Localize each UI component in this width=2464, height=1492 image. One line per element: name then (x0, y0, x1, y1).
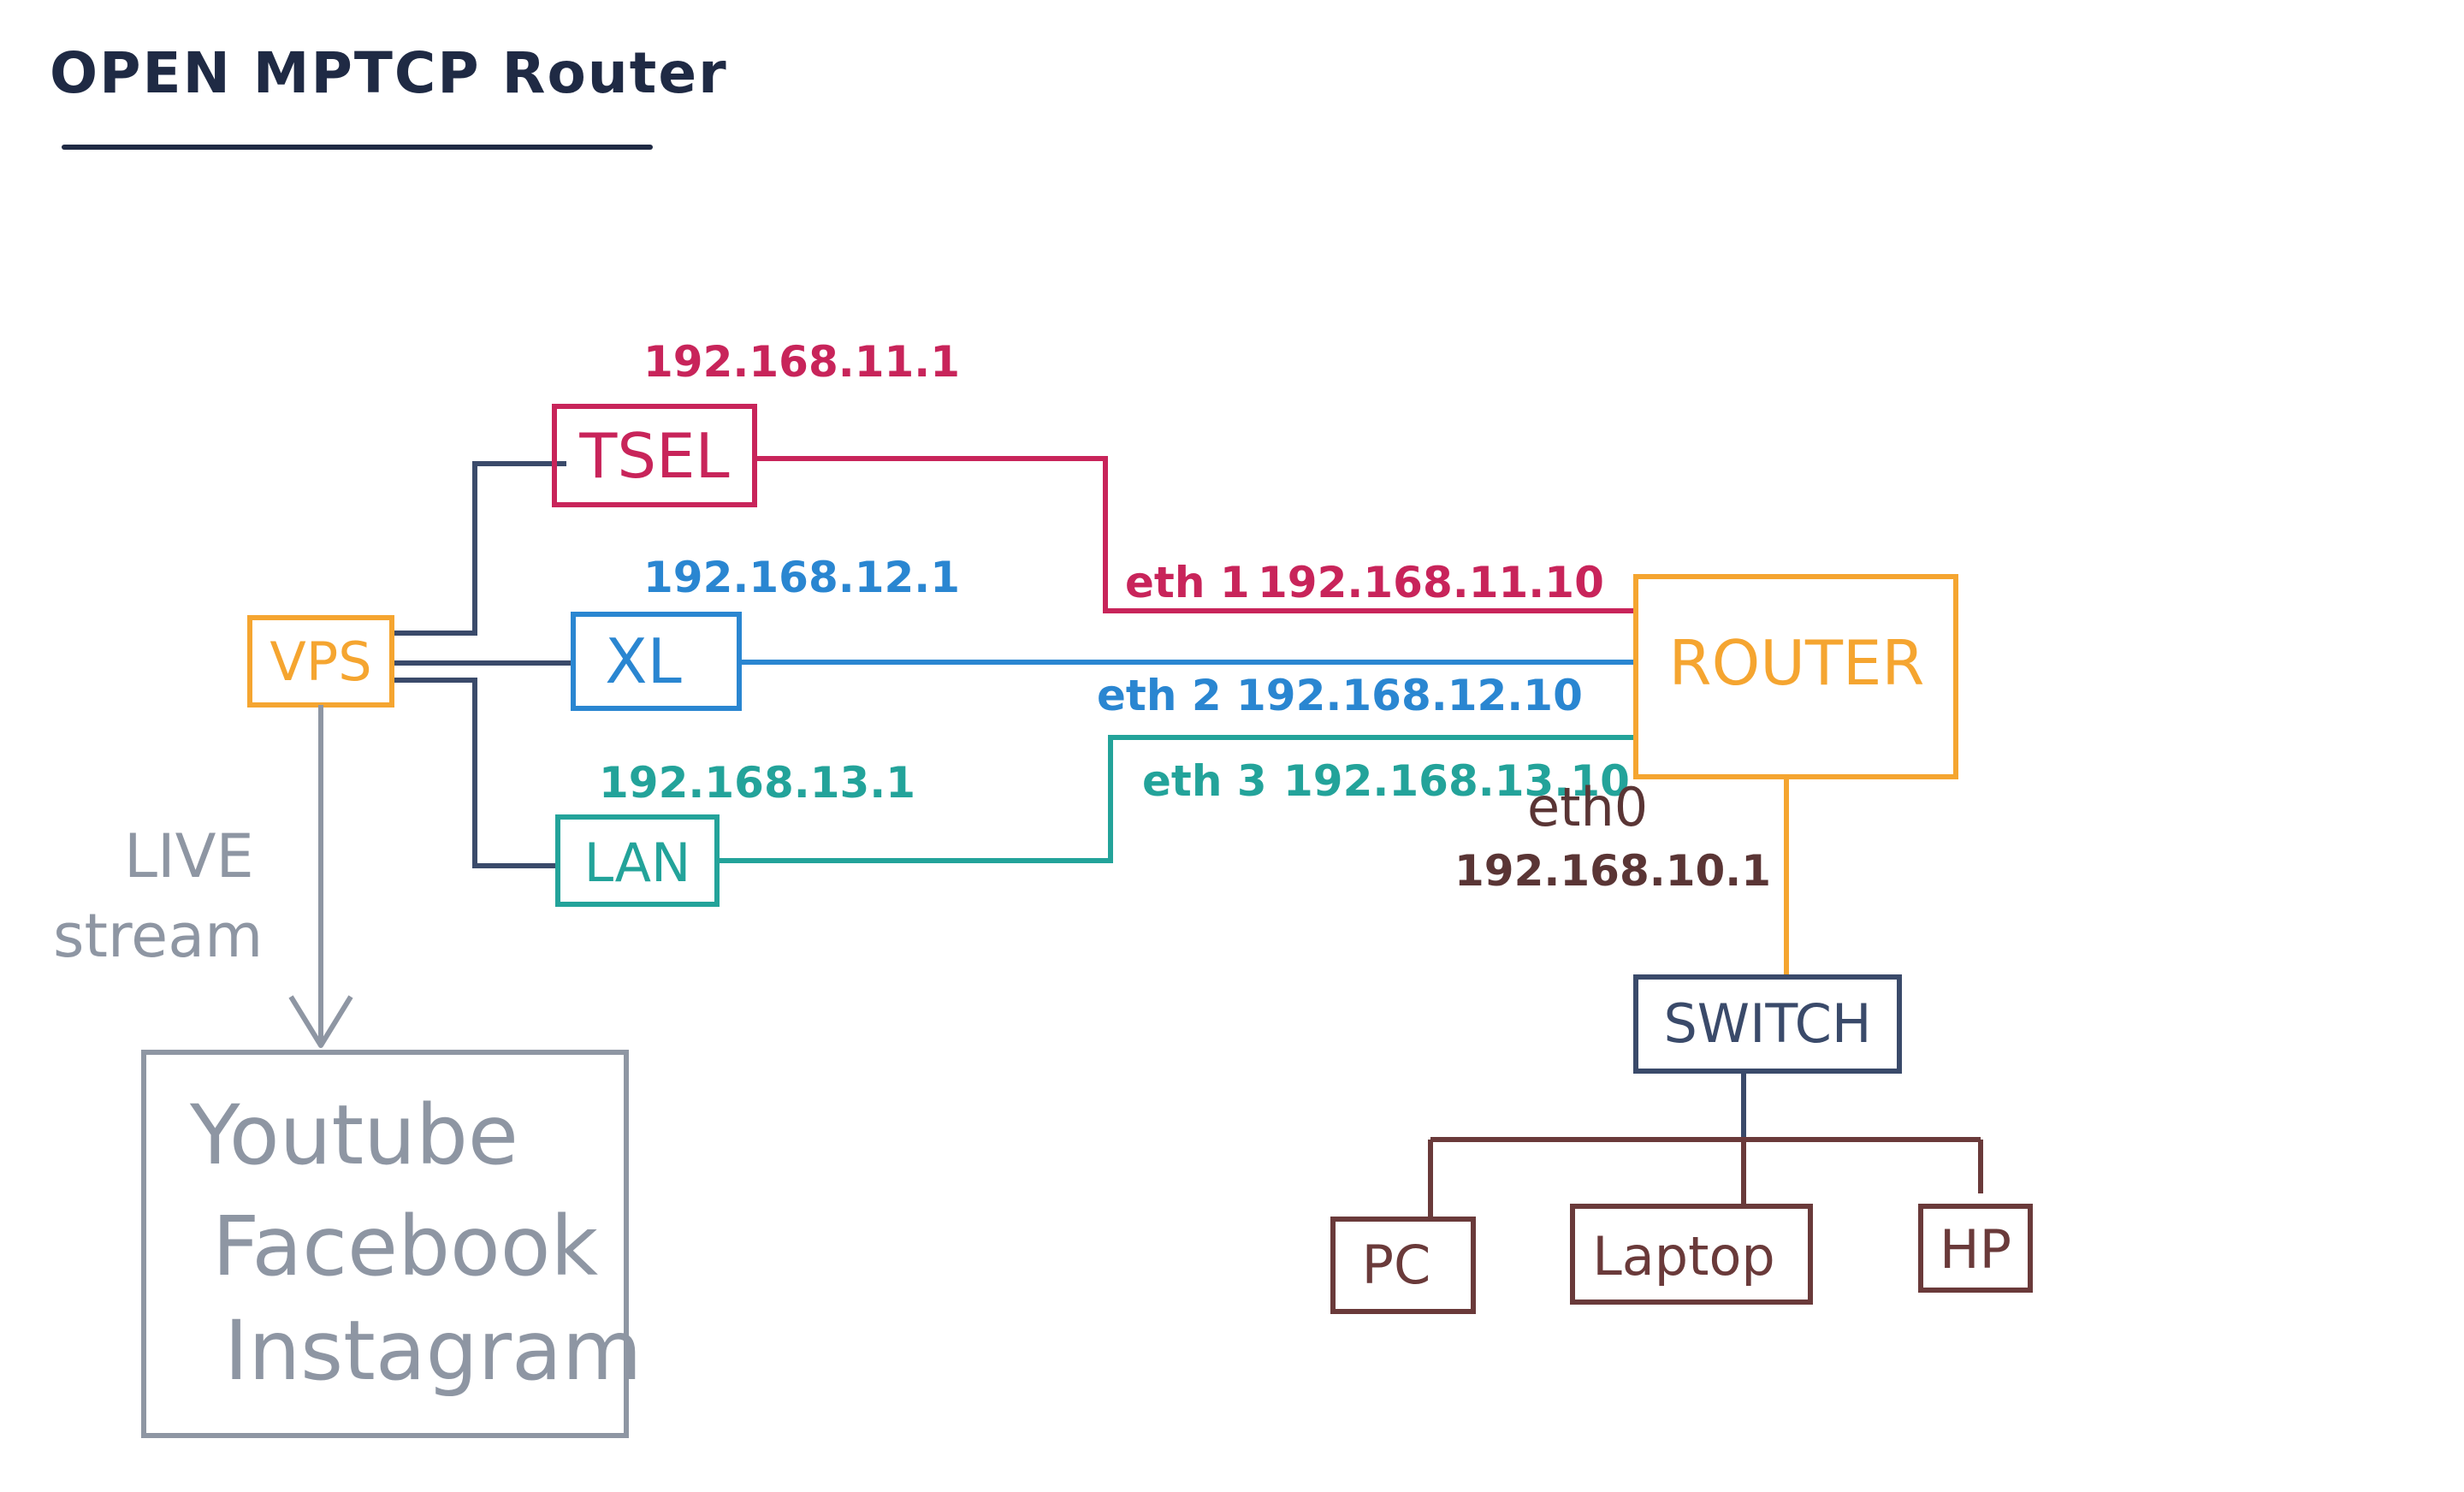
lan-label: LAN (584, 832, 691, 894)
tsel-label: TSEL (578, 420, 729, 492)
stream-label-line2: stream (53, 901, 263, 971)
pc-box (1330, 1217, 1476, 1314)
eth2-ip: 192.168.12.10 (1236, 671, 1583, 720)
eth2-name: eth 2 (1097, 671, 1222, 720)
stream-arrow-head (288, 995, 353, 1048)
lan-link (717, 735, 1636, 863)
platform-youtube: Youtube (189, 1087, 518, 1183)
lan-gateway-ip: 192.168.13.1 (599, 758, 915, 808)
tsel-gateway-ip: 192.168.11.1 (643, 337, 960, 387)
switch-box (1633, 974, 1902, 1074)
eth3-name: eth 3 (1142, 756, 1267, 806)
hp-label: HP (1940, 1218, 2011, 1281)
laptop-label: Laptop (1592, 1225, 1775, 1288)
eth3-ip: 192.168.13.10 (1283, 756, 1630, 806)
diagram-title: OPEN MPTCP Router (50, 40, 728, 106)
tsel-link (755, 456, 1636, 613)
xl-gateway-ip: 192.168.12.1 (643, 553, 960, 602)
stream-label-line1: LIVE (124, 821, 254, 891)
pc-label: PC (1362, 1234, 1431, 1296)
tsel-box (552, 404, 757, 507)
platform-facebook: Facebook (212, 1199, 598, 1294)
eth1-ip: 192.168.11.10 (1258, 558, 1604, 607)
router-label: ROUTER (1669, 627, 1925, 699)
eth0-ip: 192.168.10.1 (1454, 846, 1771, 896)
vps-links (392, 461, 572, 868)
device-bus (1428, 1137, 1983, 1219)
vps-label: VPS (270, 631, 371, 693)
platform-instagram: Instagram (224, 1303, 642, 1399)
xl-label: XL (605, 625, 681, 697)
eth1-name: eth 1 (1125, 558, 1250, 607)
laptop-box (1570, 1204, 1813, 1305)
switch-label: SWITCH (1663, 992, 1871, 1055)
hp-box (1918, 1204, 2033, 1293)
router-box (1633, 574, 1958, 779)
eth0-name: eth0 (1527, 776, 1648, 838)
platforms-box (141, 1050, 629, 1438)
